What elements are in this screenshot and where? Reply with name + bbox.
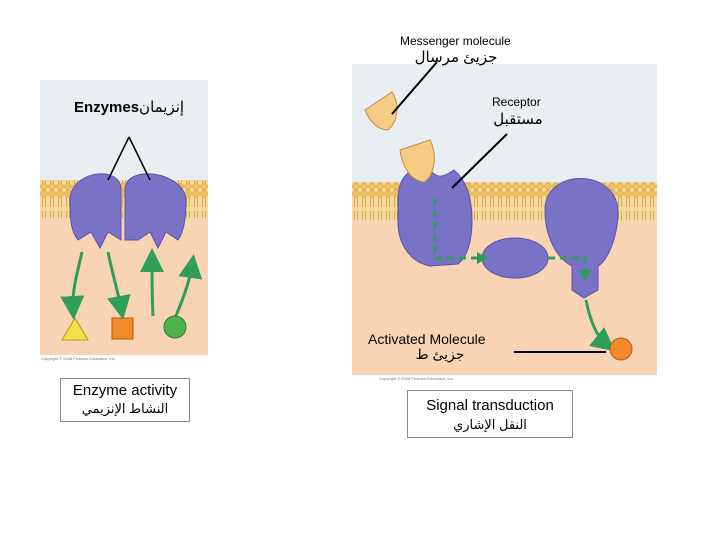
green-arrow-4 [174, 254, 203, 317]
receptor-pointer [451, 133, 508, 189]
enzyme-pointer-2 [128, 136, 151, 181]
left-panel [40, 80, 208, 355]
enzyme-activity-caption: Enzyme activity النشاط الإنزيمي [60, 378, 190, 422]
signal-transduction-caption-ar: النقل الإشاري [453, 417, 527, 432]
left-copyright: Copyright © 2008 Pearson Education, Inc. [41, 356, 116, 361]
enzyme-pointer-1 [107, 136, 130, 181]
substrate-triangle [61, 317, 89, 341]
activated-product [609, 337, 633, 361]
receptor-label-ar: مستقبل [493, 111, 543, 128]
effector-protein [544, 178, 619, 299]
enzymes-label: Enzymesإنزيمان [74, 98, 184, 116]
green-arrow-3 [140, 248, 165, 317]
right-panel [352, 61, 657, 375]
relay-molecule [481, 237, 549, 279]
signal-transduction-caption: Signal transduction النقل الإشاري [407, 390, 573, 438]
enzymes-label-ar: إنزيمان [139, 99, 185, 116]
right-copyright: Copyright © 2008 Pearson Education, Inc. [379, 376, 454, 381]
messenger-label-en: Messenger molecule [400, 34, 511, 48]
substrate-circle [163, 315, 187, 339]
enzyme-activity-caption-en: Enzyme activity [72, 382, 178, 399]
messenger-molecule-bound [399, 139, 435, 183]
substrate-square [111, 317, 134, 340]
signal-path-2 [548, 256, 587, 272]
signal-transduction-caption-en: Signal transduction [426, 397, 554, 414]
signal-arrow-1 [477, 252, 488, 264]
signal-path [433, 198, 477, 260]
enzymes-label-en: Enzymes [74, 99, 140, 116]
enzyme-left [69, 173, 122, 250]
enzyme-activity-caption-ar: النشاط الإنزيمي [81, 401, 169, 416]
green-arrow-1 [60, 251, 85, 320]
signal-arrow-2 [579, 270, 591, 281]
messenger-label-ar: جزيئ مرسال [414, 49, 498, 66]
activated-label-en: Activated Molecule [368, 331, 486, 347]
extracellular-region [40, 80, 208, 180]
messenger-molecule-free [364, 91, 398, 131]
green-arrow-2 [106, 251, 131, 320]
activated-label-ar: جزيئ ط [415, 346, 465, 362]
enzyme-right [124, 173, 187, 250]
messenger-pointer [391, 61, 438, 115]
product-arrow [584, 299, 616, 352]
receptor-label-en: Receptor [492, 95, 541, 109]
